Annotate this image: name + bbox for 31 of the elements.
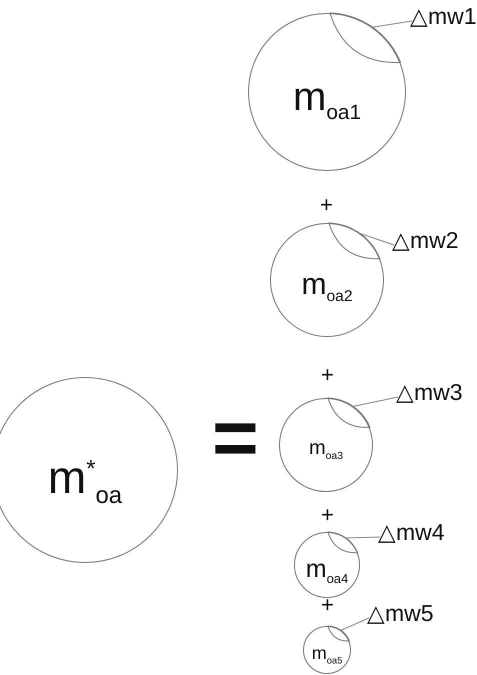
plus-sign: + [321, 502, 334, 528]
plus-sign: + [320, 192, 333, 218]
leader-line [352, 396, 398, 407]
callout-label: △mw1 [410, 3, 477, 30]
leader-line [372, 20, 412, 28]
circle [303, 626, 351, 674]
formula-text: m$_{oa2}$ [301, 268, 353, 300]
circle [0, 377, 178, 563]
circle [294, 532, 360, 598]
circle [270, 223, 384, 337]
wedge-segment [327, 531, 359, 554]
callout-label: △mw4 [378, 519, 445, 546]
circle [248, 13, 406, 171]
formula-text: m$_{oa4}$ [306, 554, 348, 583]
callout-label: △mw2 [392, 227, 459, 254]
formula-text: m$_{oa1}$ [292, 75, 362, 119]
leader-line [340, 618, 370, 631]
formula-text: m$_{oa5}$ [312, 642, 342, 663]
wedge-segment [328, 12, 402, 64]
callout-label: △mw3 [396, 379, 463, 406]
wedge-segment [326, 625, 350, 642]
formula-text: m$_{oa3}$ [308, 437, 343, 459]
leader-line [359, 232, 394, 246]
circle [279, 398, 373, 492]
plus-sign: + [321, 592, 334, 618]
plus-sign: + [321, 362, 334, 388]
wedge-segment [326, 397, 371, 428]
equals-sign: = [212, 398, 259, 478]
wedge-segment [328, 222, 381, 260]
callout-label: △mw5 [367, 600, 434, 627]
leader-line [345, 536, 380, 538]
